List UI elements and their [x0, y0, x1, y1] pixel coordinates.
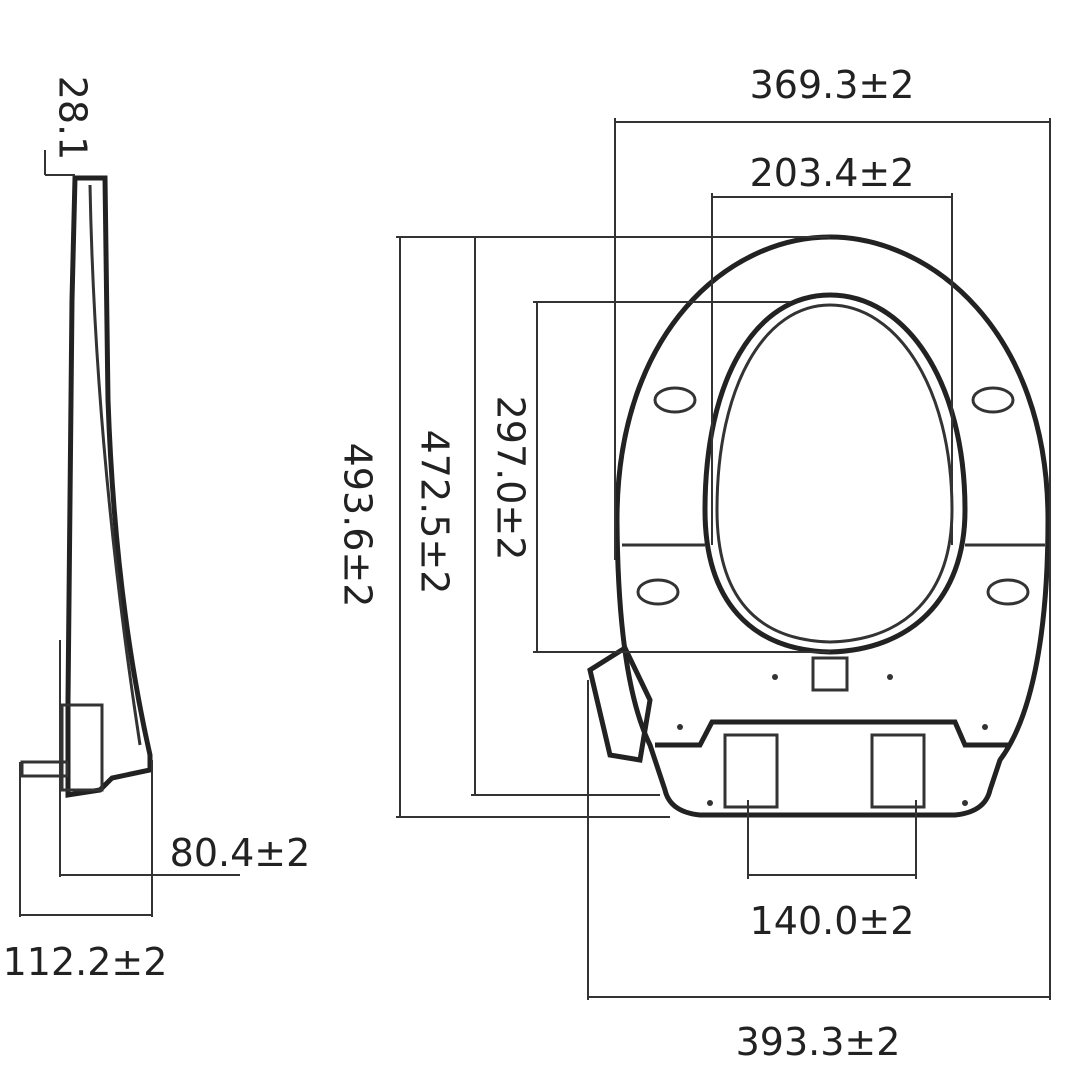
label-total-depth: 112.2±2	[3, 940, 168, 984]
top-view	[587, 234, 1051, 818]
bumper-top-left	[653, 386, 697, 414]
label-opening-width: 203.4±2	[750, 151, 915, 195]
side-hinge-block	[60, 703, 104, 792]
bumper-bottom-left	[636, 578, 680, 606]
label-hinge-depth: 80.4±2	[170, 831, 311, 875]
hinge-plate	[655, 719, 1010, 748]
label-overall-width: 369.3±2	[750, 63, 915, 107]
label-top-thickness: 28.1	[51, 76, 95, 161]
sensor	[811, 656, 849, 692]
hinge-left	[723, 733, 779, 809]
side-connector	[20, 760, 69, 778]
side-view	[19, 150, 240, 917]
label-hinge-spacing: 140.0±2	[750, 899, 915, 943]
control-panel	[587, 644, 653, 763]
label-seat-length: 472.5±2	[413, 430, 457, 595]
label-overall-length: 493.6±2	[336, 443, 380, 608]
label-max-width: 393.3±2	[736, 1020, 901, 1064]
side-profile-inner	[88, 184, 142, 746]
label-opening-length: 297.0±2	[489, 396, 533, 561]
hinge-right	[870, 733, 926, 809]
bumper-bottom-right	[986, 578, 1030, 606]
seat-outline	[614, 234, 1051, 818]
dimension-lines	[396, 118, 1051, 1000]
bumper-top-right	[971, 386, 1015, 414]
